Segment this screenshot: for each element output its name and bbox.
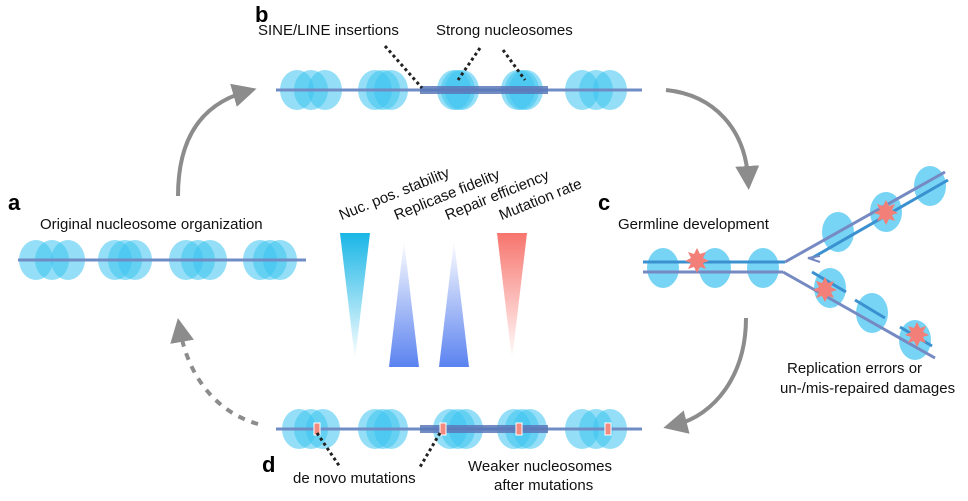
- panel-letter-c: c: [598, 190, 611, 215]
- nucleosome-row-a: [18, 240, 306, 280]
- leader-denovo-1: [315, 432, 342, 468]
- arrow-c-to-d: [663, 317, 748, 434]
- replication-errors-label: Replication errors or: [787, 360, 923, 377]
- replication-fork: [643, 166, 949, 360]
- germline-development-label: Germline development: [618, 216, 769, 233]
- damage-star: [685, 248, 709, 273]
- nucleosome-row-d: [276, 409, 642, 449]
- leader-denovo-2: [418, 432, 442, 468]
- de-novo-mutations-label: de novo mutations: [293, 470, 416, 487]
- arrow-d-to-a-dashed: [170, 318, 259, 426]
- mutation-mark: [515, 422, 523, 436]
- nucleosome-row-b: [276, 70, 642, 110]
- original-organization-label: Original nucleosome organization: [40, 216, 263, 233]
- repair-damages-label: un-/mis-repaired damages: [780, 380, 956, 397]
- weaker-nucleosomes-label: Weaker nucleosomes: [468, 458, 612, 475]
- leader-lines-b: [383, 45, 527, 89]
- sine-line-insertion: [420, 86, 548, 94]
- arrow-a-to-b: [176, 83, 257, 197]
- panel-letter-d: d: [262, 452, 276, 477]
- gradient-mutation-rate: [497, 233, 527, 360]
- panel-letter-a: a: [8, 190, 21, 215]
- mutation-mark: [439, 422, 447, 436]
- gradient-repair-efficiency: [439, 240, 469, 367]
- panel-letter-b: b: [255, 2, 269, 27]
- sine-line-label: SINE/LINE insertions: [258, 22, 399, 39]
- arrow-b-to-c: [665, 88, 760, 190]
- leader-strong-1: [456, 47, 482, 81]
- leader-lines-d: [315, 432, 442, 468]
- mutation-mark: [604, 422, 612, 436]
- after-mutations-label: after mutations: [494, 477, 594, 494]
- sine-line-insertion: [420, 425, 548, 433]
- leader-strong-2: [501, 49, 527, 81]
- strong-nucleosomes-label: Strong nucleosomes: [436, 22, 573, 39]
- gradient-replicase-fidelity: [389, 240, 419, 367]
- gradient-nuc-stability: [340, 233, 370, 360]
